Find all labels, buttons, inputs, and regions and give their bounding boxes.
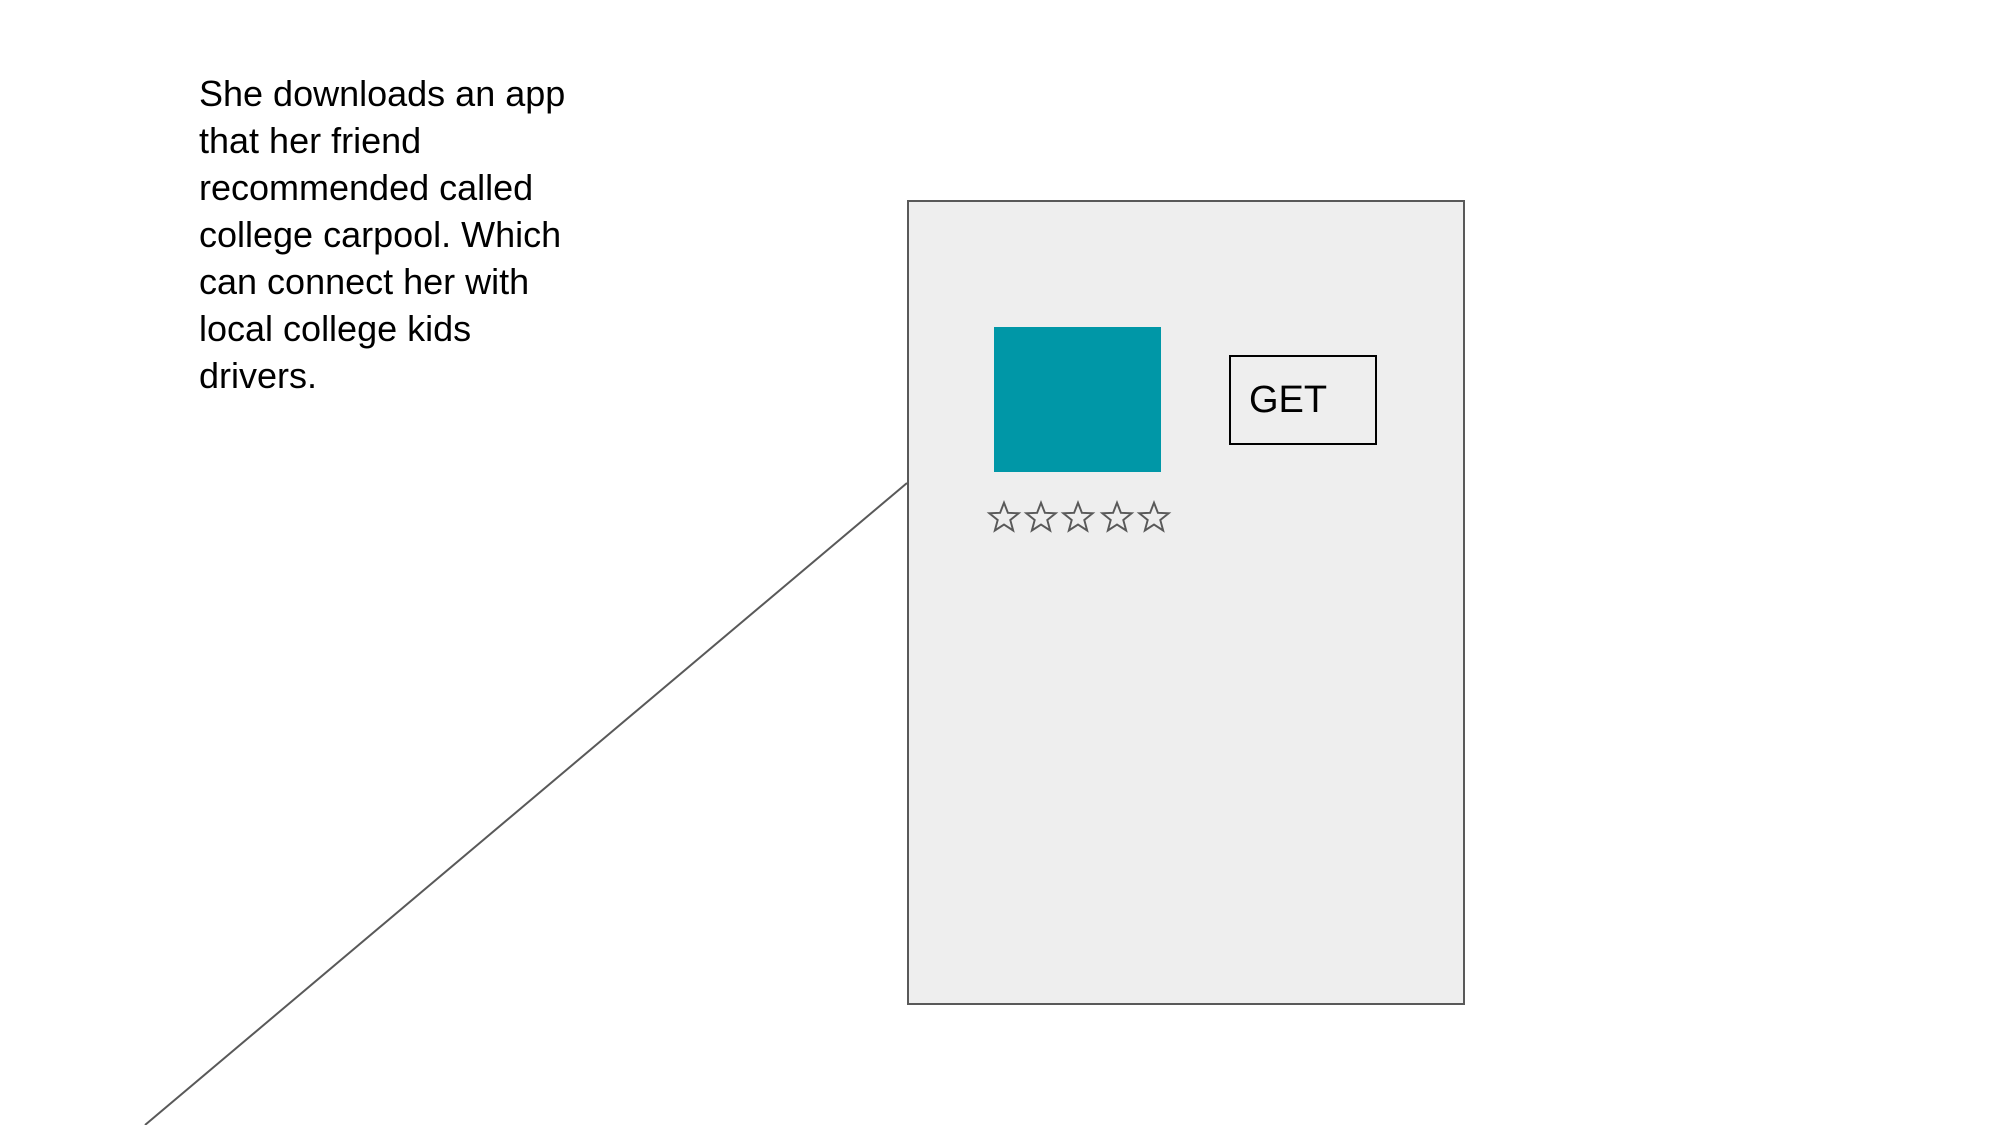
narration-line: drivers. bbox=[199, 355, 318, 396]
star-rating bbox=[986, 499, 1172, 535]
narration-line: local college kids bbox=[199, 308, 472, 349]
star-icon bbox=[1099, 500, 1135, 533]
get-button[interactable]: GET bbox=[1229, 355, 1377, 445]
app-store-screen: GET bbox=[907, 200, 1465, 1005]
narration-text: She downloads an app that her friend rec… bbox=[199, 70, 639, 399]
narration-line: can connect her with bbox=[199, 261, 530, 302]
narration-line: that her friend bbox=[199, 120, 422, 161]
star-icon bbox=[1060, 500, 1096, 533]
narration-line: She downloads an app bbox=[199, 73, 566, 114]
narration-line: college carpool. Which bbox=[199, 214, 562, 255]
star-icon bbox=[1023, 500, 1059, 533]
narration-line: recommended called bbox=[199, 167, 534, 208]
app-icon[interactable] bbox=[994, 327, 1161, 472]
star-icon bbox=[1136, 500, 1172, 533]
star-icon bbox=[986, 500, 1022, 533]
